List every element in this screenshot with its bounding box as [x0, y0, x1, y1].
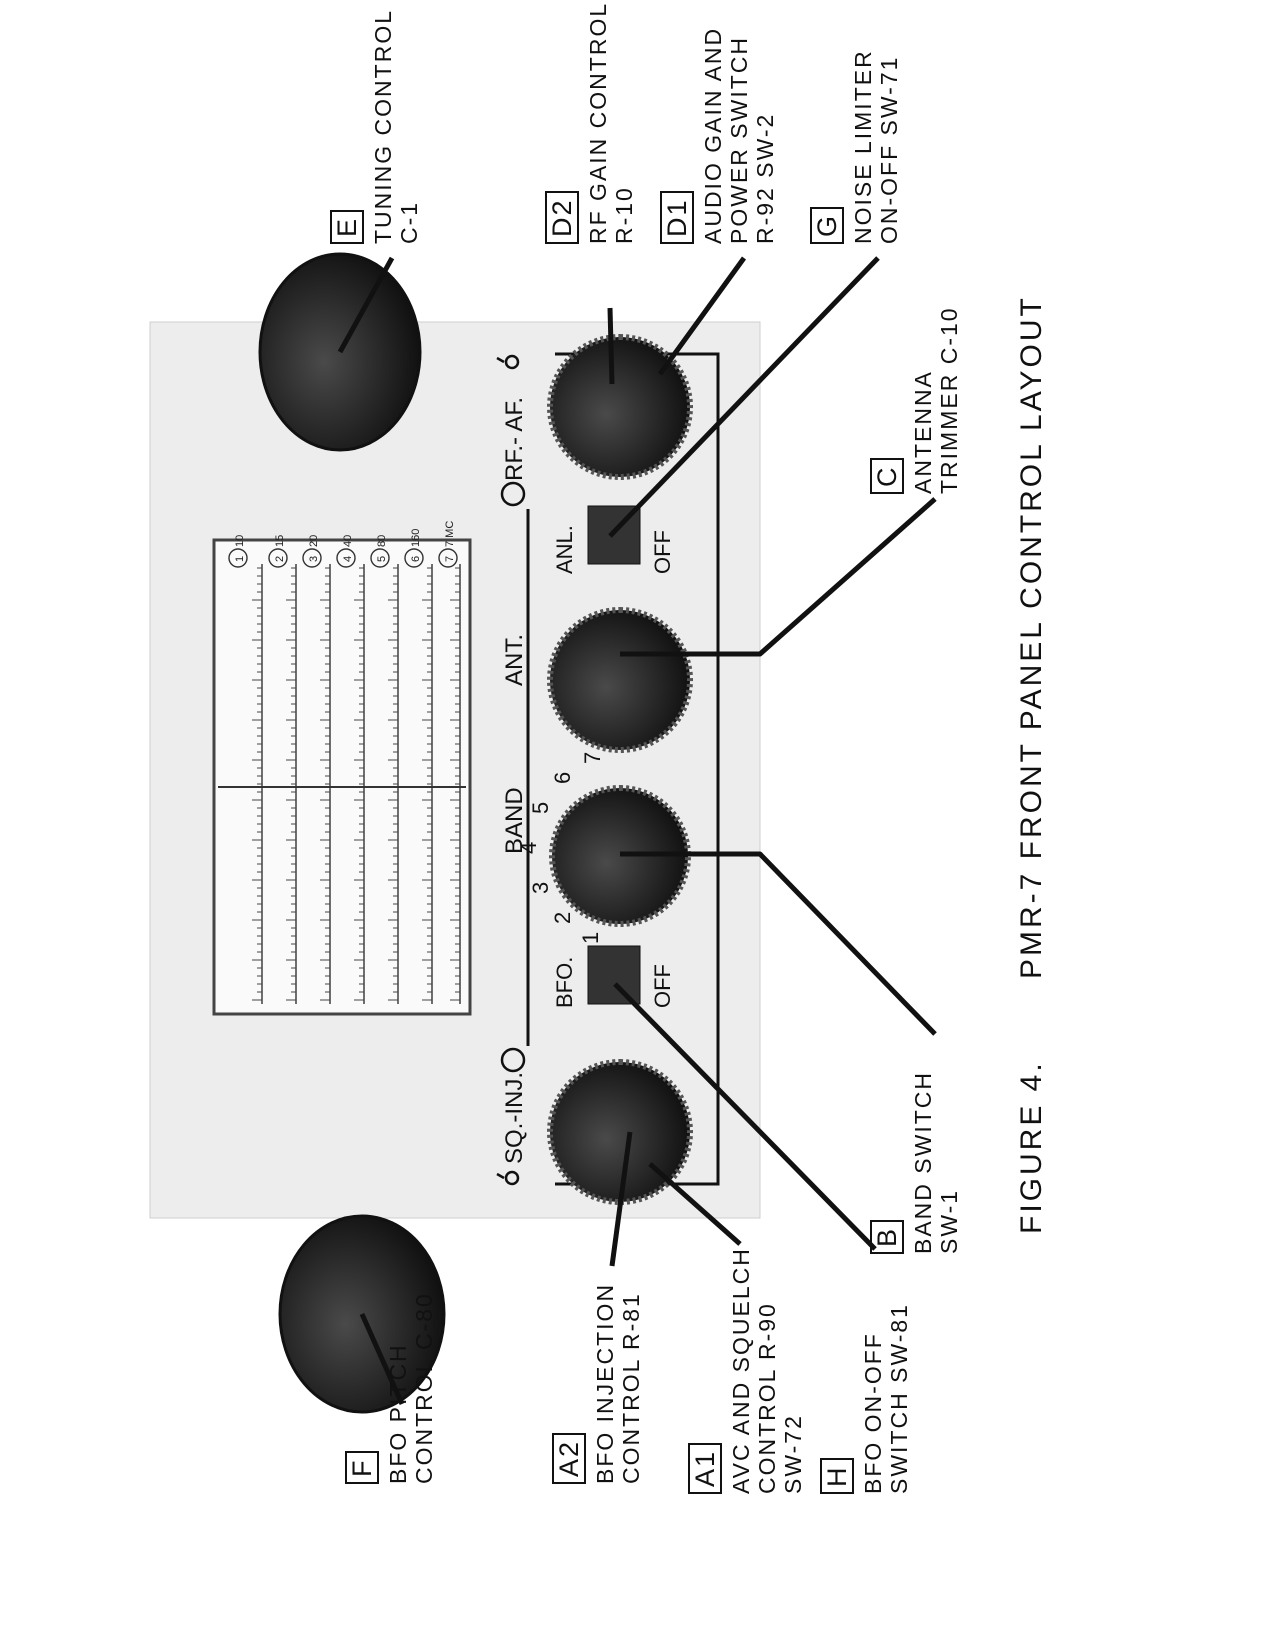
callout-code-d1: D1	[660, 191, 694, 244]
label-anl-off: OFF	[650, 530, 675, 574]
band-number: 7	[580, 752, 605, 764]
callout-e-line-1: TUNING CONTROL	[370, 9, 396, 244]
band-number: 3	[528, 882, 553, 894]
dial-band-label: 10	[234, 535, 246, 547]
callout-a2-line-1: BFO INJECTION	[592, 1282, 618, 1484]
callout-c-line-1: ANTENNA	[910, 370, 936, 494]
callout-d1-audio-gain: D1 AUDIO GAIN AND POWER SWITCH R-92 SW-2	[660, 27, 778, 244]
callout-code-f: F	[345, 1451, 379, 1484]
dial-band-markers: 1 10 2 15 3 20 4 40 5 80 6 160 7 7 MC	[228, 521, 458, 568]
leader-lines	[337, 256, 937, 1406]
label-bfo-off: OFF	[650, 964, 675, 1008]
callout-a1-line-1: AVC AND SQUELCH	[728, 1247, 754, 1494]
callout-a1-avc-squelch: A1 AVC AND SQUELCH CONTROL R-90 SW-72	[688, 1247, 806, 1494]
callout-h-bfo-on-off: H BFO ON-OFF SWITCH SW-81	[820, 1303, 912, 1494]
tuning-dial-window	[212, 538, 472, 1016]
callout-a1-line-3: SW-72	[780, 1414, 806, 1494]
callout-f-bfo-pitch: F BFO PITCH CONTROL C-80	[345, 1292, 437, 1484]
callout-d2-line-2: R-10	[611, 186, 637, 244]
band-numbers: 12 3 4 5 67	[516, 752, 605, 944]
dial-band-number: 5	[376, 556, 388, 562]
label-bfo: BFO.	[552, 957, 577, 1008]
band-number: 1	[578, 932, 603, 944]
band-number: 6	[550, 772, 575, 784]
knob-antenna[interactable]	[547, 607, 693, 753]
callout-d1-line-2: POWER SWITCH	[726, 36, 752, 244]
dial-band-number: 4	[342, 556, 354, 562]
callout-c-antenna-trimmer: C ANTENNA TRIMMER C-10	[870, 306, 962, 494]
dial-band-number: 7	[444, 556, 456, 562]
dial-ticks	[252, 567, 460, 1001]
dial-band-circle	[228, 548, 248, 568]
callout-g-noise-limiter: G NOISE LIMITER ON-OFF SW-71	[810, 49, 902, 244]
label-anl: ANL.	[552, 525, 577, 574]
dial-band-label: 7 MC	[444, 521, 456, 547]
callout-code-a1: A1	[688, 1442, 722, 1494]
callout-a2-bfo-injection: A2 BFO INJECTION CONTROL R-81	[552, 1283, 644, 1484]
callout-code-g: G	[810, 206, 844, 244]
callout-a2-line-2: CONTROL R-81	[618, 1292, 644, 1484]
callout-code-c: C	[870, 458, 904, 494]
label-rf-af: RF.- AF.	[501, 397, 528, 481]
callout-e-line-2: C-1	[396, 200, 422, 244]
dial-band-label: 20	[308, 535, 320, 547]
callout-d1-line-3: R-92 SW-2	[752, 112, 778, 244]
dial-band-circle	[404, 548, 424, 568]
callout-d2-line-1: RF GAIN CONTROL	[585, 1, 611, 244]
callout-g-line-2: ON-OFF SW-71	[876, 55, 902, 244]
callout-b-band-switch: B BAND SWITCH SW-1	[870, 1071, 962, 1254]
dial-band-circle	[438, 548, 458, 568]
dial-band-label: 160	[410, 529, 422, 547]
dial-band-label: 15	[274, 535, 286, 547]
dial-band-number: 3	[308, 556, 320, 562]
figure-title: PMR-7 FRONT PANEL CONTROL LAYOUT	[1015, 295, 1048, 979]
label-sq-inj: SQ.-INJ.	[501, 1072, 528, 1164]
callout-code-d2: D2	[545, 191, 579, 244]
callout-c-line-2: TRIMMER C-10	[936, 306, 962, 494]
callout-code-a2: A2	[552, 1432, 586, 1484]
callout-h-line-2: SWITCH SW-81	[886, 1303, 912, 1494]
callout-e-tuning: E TUNING CONTROL C-1	[330, 9, 422, 244]
callout-d1-line-1: AUDIO GAIN AND	[700, 26, 726, 244]
knob-rf-af[interactable]	[547, 334, 693, 480]
figure-number: FIGURE 4.	[1015, 1060, 1048, 1234]
band-number: 2	[550, 912, 575, 924]
dial-band-number: 2	[274, 556, 286, 562]
callout-f-line-1: BFO PITCH	[385, 1343, 411, 1484]
callout-code-b: B	[870, 1219, 904, 1254]
band-number: 4	[516, 842, 541, 854]
dial-band-circle	[268, 548, 288, 568]
dial-band-circle	[302, 548, 322, 568]
callout-d2-rf-gain: D2 RF GAIN CONTROL R-10	[545, 2, 637, 244]
callout-a1-line-2: CONTROL R-90	[754, 1302, 780, 1494]
callout-b-line-2: SW-1	[936, 1188, 962, 1254]
callout-code-h: H	[820, 1458, 854, 1494]
indicator-lamps	[496, 354, 526, 1186]
dial-band-label: 40	[342, 535, 354, 547]
callout-b-line-1: BAND SWITCH	[910, 1071, 936, 1254]
dial-band-circle	[370, 548, 390, 568]
band-number: 5	[528, 802, 553, 814]
dial-band-number: 6	[410, 556, 422, 562]
bfo-toggle-switch[interactable]	[587, 945, 641, 1005]
label-ant: ANT.	[501, 634, 528, 686]
callout-h-line-1: BFO ON-OFF	[860, 1332, 886, 1494]
label-band: BAND	[501, 787, 528, 854]
callout-f-line-2: CONTROL C-80	[411, 1292, 437, 1484]
callout-g-line-1: NOISE LIMITER	[850, 49, 876, 244]
callout-code-e: E	[330, 209, 364, 244]
dial-band-circle	[336, 548, 356, 568]
dial-band-label: 80	[376, 535, 388, 547]
dial-band-number: 1	[234, 556, 246, 562]
